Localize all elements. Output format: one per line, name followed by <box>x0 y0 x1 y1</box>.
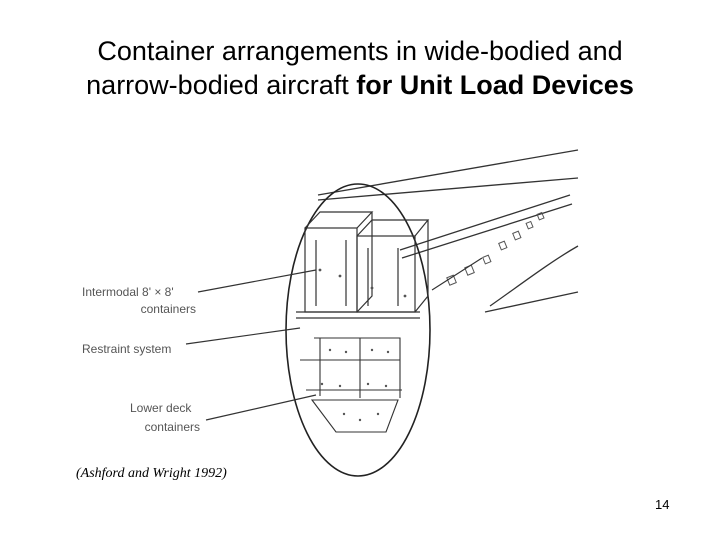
title-line-2: narrow-bodied aircraft for Unit Load Dev… <box>0 68 720 102</box>
title-line-1: Container arrangements in wide-bodied an… <box>97 36 623 66</box>
label-intermodal-line2: containers <box>141 302 196 316</box>
label-restraint: Restraint system <box>82 342 171 356</box>
lower-deck-containers <box>300 337 402 433</box>
title-line-2-plain: narrow-bodied aircraft <box>86 70 357 100</box>
leader-lines <box>185 257 483 421</box>
citation: (Ashford and Wright 1992) <box>76 466 227 481</box>
page-number: 14 <box>655 497 670 512</box>
label-intermodal-line1: Intermodal 8' × 8' <box>82 285 174 299</box>
title-line-2-bold: for Unit Load Devices <box>356 70 634 100</box>
label-lower-deck-line1: Lower deck <box>130 401 192 415</box>
fuselage-windows <box>446 211 545 286</box>
container-dots <box>318 268 407 422</box>
upper-deck-containers <box>296 211 430 319</box>
label-lower-deck-line2: containers <box>145 420 200 434</box>
slide-title: Container arrangements in wide-bodied an… <box>0 34 720 102</box>
